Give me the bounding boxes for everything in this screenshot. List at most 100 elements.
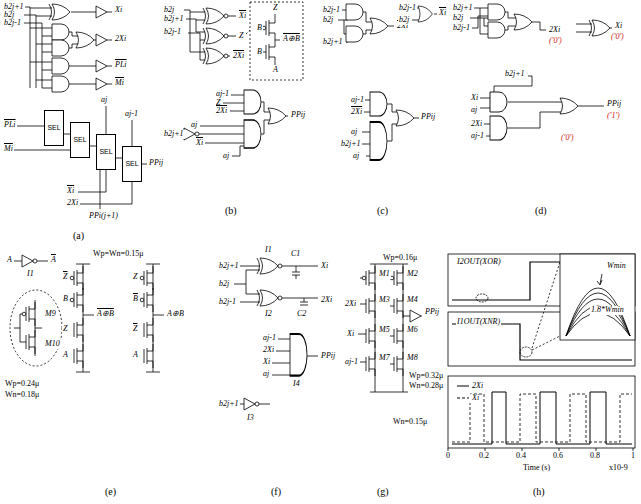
- panel-caption: (f): [270, 486, 282, 497]
- axis-label: 0.4: [515, 452, 527, 461]
- waveform-plot: [448, 376, 635, 448]
- legend-entry: Xi: [456, 394, 479, 403]
- panel-caption: (e): [104, 486, 117, 497]
- panel-c-gates: [346, 26, 363, 42]
- signal-label: Xi: [346, 330, 355, 339]
- signal-label: aj: [350, 128, 358, 137]
- signal-label: B: [256, 48, 263, 57]
- panel-e-devices: [70, 288, 83, 312]
- panel-c-wires: [362, 100, 370, 156]
- legend-line: [457, 398, 469, 399]
- panel-g-devices: [366, 352, 375, 376]
- signal-label: b2j: [218, 280, 230, 289]
- signal-label: b2j-1: [398, 4, 417, 13]
- panel-a-gates: [49, 4, 107, 92]
- signal-label: M2: [406, 270, 419, 279]
- signal-label: A: [50, 256, 57, 265]
- panel-d-wires: [507, 102, 604, 128]
- signal-label: b2j-1: [218, 298, 237, 307]
- signal-label: A: [62, 351, 69, 360]
- panel-b-wires: [261, 102, 288, 134]
- axis-label: 1: [630, 452, 636, 461]
- legend-sample: [456, 394, 470, 402]
- panel-f-gates: [290, 334, 307, 376]
- signal-label: Z: [62, 325, 68, 334]
- mux-box: SEL: [122, 146, 142, 182]
- signal-label: b2j: [163, 6, 175, 15]
- panel-e-transistors: [10, 261, 164, 372]
- panel-b-wires: [275, 14, 280, 65]
- dimension-label: Wp=0.32μ: [408, 372, 444, 381]
- signal-label: Wmin: [606, 262, 627, 271]
- signal-label: b2j-1: [452, 24, 471, 33]
- panel-d-gates: [488, 4, 505, 20]
- signal-label: I2OUT(XOR): [456, 258, 502, 267]
- signal-label: M10: [44, 340, 61, 349]
- panel-a-gates: [52, 58, 69, 74]
- signal-label: I4: [292, 380, 301, 389]
- panel-g-transistors: [358, 278, 394, 364]
- panel-a-gates: [76, 32, 94, 48]
- mux-label: SEL: [125, 160, 138, 168]
- signal-label: aj-1: [215, 90, 230, 99]
- panel-c-wires: [338, 8, 437, 156]
- legend-text: 2Xi: [472, 382, 483, 391]
- panel-e-devices: [140, 266, 153, 290]
- signal-label: M6: [406, 326, 419, 335]
- signal-label: A⊕B: [96, 310, 115, 319]
- signal-label: Xi: [470, 94, 479, 103]
- waveform-plot: [448, 448, 633, 451]
- signal-label: M4: [406, 296, 419, 305]
- signal-label: ('0'): [548, 37, 563, 46]
- signal-label: aj-1: [262, 334, 277, 343]
- signal-label: b2j+1: [218, 262, 240, 271]
- signal-label: b2j+1: [163, 15, 185, 24]
- panel-d-gates: [488, 22, 505, 38]
- panel-g-devices: [362, 266, 421, 376]
- signal-label: Z: [272, 4, 278, 13]
- panel-c-wires: [363, 12, 394, 34]
- panel-g-devices: [394, 324, 403, 348]
- panel-e-devices: [22, 255, 153, 368]
- panel-d-gates: [488, 4, 610, 140]
- panel-caption: (h): [532, 486, 546, 497]
- panel-b-wires: [250, 2, 303, 80]
- signal-label: M5: [378, 326, 391, 335]
- panel-g-transistors: [370, 264, 408, 392]
- mux-label: SEL: [99, 148, 112, 156]
- axis-label: 0.6: [552, 452, 564, 461]
- panel-g-devices: [362, 266, 375, 290]
- signal-label: PLi: [3, 121, 17, 130]
- signal-label: b2j-1: [163, 28, 182, 37]
- signal-label: Xi: [238, 12, 247, 21]
- signal-label: I1OUT(XNR): [456, 318, 501, 327]
- signal-label: A⊕B: [166, 310, 185, 319]
- signal-label: 2Xi: [114, 35, 127, 44]
- panel-a-gates: [96, 34, 107, 46]
- signal-label: Z: [132, 273, 138, 282]
- panel-a-wires: [69, 32, 112, 48]
- signal-label: Z: [132, 325, 138, 334]
- signal-label: 2Xi: [232, 52, 245, 61]
- signal-label: 2Xi: [548, 26, 561, 35]
- panel-e-devices: [26, 330, 35, 354]
- waveform-plot: [566, 288, 630, 336]
- signal-label: b2j: [398, 16, 410, 25]
- signal-label: aj-1: [470, 132, 485, 141]
- signal-label: b2j+1: [322, 38, 344, 47]
- signal-label: aj-1: [350, 96, 365, 105]
- signal-label: b2j-1: [322, 6, 341, 15]
- signal-label: 2Xi: [262, 346, 275, 355]
- panel-b-wires: [184, 10, 205, 52]
- signal-label: aj: [222, 152, 230, 161]
- dimension-label: Wn=0.18μ: [4, 391, 40, 400]
- panel-d-wires: [505, 12, 546, 30]
- mux-box: SEL: [96, 134, 116, 170]
- signal-label: PPij: [290, 111, 306, 120]
- signal-label: A⊕B: [282, 35, 301, 44]
- panel-b-wires: [188, 33, 205, 60]
- signal-label: Z: [238, 32, 244, 41]
- signal-label: ('0'): [610, 33, 625, 42]
- signal-label: b2j-1: [3, 19, 22, 28]
- panel-b-gates: [203, 28, 228, 44]
